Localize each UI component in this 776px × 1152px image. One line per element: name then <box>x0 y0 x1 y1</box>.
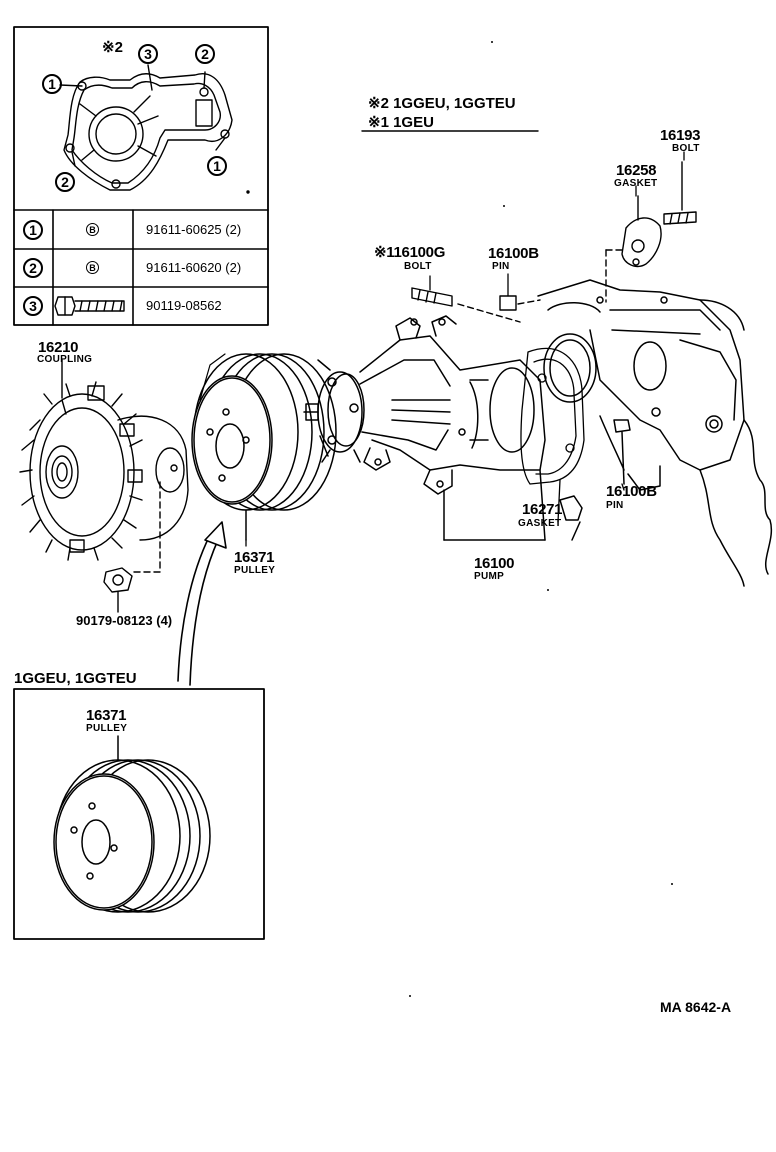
row1-part-number: 91611-60625 (2) <box>146 222 242 237</box>
inset-mark-2: ※2 <box>102 39 123 56</box>
print-specks <box>409 41 673 997</box>
row1-symbol: B <box>86 223 99 236</box>
row2-key: 2 <box>29 260 37 276</box>
pin-16100b-right-name: PIN <box>606 500 624 511</box>
leader-lines <box>245 151 685 547</box>
pump-number: 16100 <box>474 555 515 572</box>
legend-line-1: ※2 1GGEU, 1GGTEU <box>368 95 516 112</box>
coupling-number: 16210 <box>38 339 79 356</box>
row1-key-circle: 1 <box>23 220 43 240</box>
nut-drawing <box>103 479 161 613</box>
row1-key: 1 <box>29 222 37 238</box>
inset-bottom-frame <box>13 688 265 940</box>
callout-1-label: 1 <box>48 76 56 92</box>
row3-key: 3 <box>29 298 37 314</box>
callout-3-label: 3 <box>144 46 152 62</box>
callout-2b-circle: 2 <box>55 172 75 192</box>
fasteners-drawing <box>411 161 697 323</box>
gasket-16258-name: GASKET <box>614 178 658 189</box>
legend-line-2: ※1 1GEU <box>368 114 434 131</box>
row3-part-number: 90119-08562 <box>146 298 222 313</box>
row2-key-circle: 2 <box>23 258 43 278</box>
row2-symbol-label: B <box>89 262 96 273</box>
row2-symbol: B <box>86 261 99 274</box>
callout-2-label: 2 <box>201 46 209 62</box>
pulley-drawing <box>191 353 337 541</box>
callout-1b-label: 1 <box>213 158 221 174</box>
inset-bottom-title: 1GGEU, 1GGTEU <box>14 670 137 687</box>
pump-name: PUMP <box>474 571 505 582</box>
nut-part-number: 90179-08123 (4) <box>76 613 173 628</box>
pin-16100b-top-name: PIN <box>492 261 510 272</box>
stud-bolt <box>411 287 453 307</box>
inset-pulley-drawing <box>53 735 211 913</box>
pin-16100b-top-number: 16100B <box>488 245 539 262</box>
fluid-coupling-drawing <box>19 359 189 561</box>
bolt-16193-name: BOLT <box>672 143 700 154</box>
inset-pulley-name: PULLEY <box>86 723 128 734</box>
arrow-curve <box>189 539 219 686</box>
callout-1b-circle: 1 <box>207 156 227 176</box>
water-pump-drawing <box>303 315 546 541</box>
row3-key-circle: 3 <box>23 296 43 316</box>
gasket-16271-number: 16271 <box>522 501 563 518</box>
bolt-16193-number: 16193 <box>660 127 701 144</box>
bolt-16100g-number: ※116100G <box>374 244 446 261</box>
pump-gasket-drawing <box>520 347 585 523</box>
coupling-name: COUPLING <box>37 354 93 365</box>
pump-cover-gasket-sketch <box>59 64 250 194</box>
callout-2-circle: 2 <box>195 44 215 64</box>
row2-part-number: 91611-60620 (2) <box>146 260 242 275</box>
pulley-name: PULLEY <box>234 565 276 576</box>
inset-top-frame <box>13 26 269 326</box>
inset-pulley-number: 16371 <box>86 707 127 724</box>
bolt-16100g-name: BOLT <box>404 261 432 272</box>
callout-2b-label: 2 <box>61 174 69 190</box>
engine-block-drawing <box>537 279 773 587</box>
hex-bolt-glyph <box>54 296 125 316</box>
row1-symbol-label: B <box>89 224 96 235</box>
callout-1-circle: 1 <box>42 74 62 94</box>
pin-16100b-right-number: 16100B <box>606 483 657 500</box>
gasket-16271-name: GASKET <box>518 518 562 529</box>
gasket-16258-number: 16258 <box>616 162 657 179</box>
figure-code: MA 8642-A <box>660 999 732 1015</box>
pulley-number: 16371 <box>234 549 275 566</box>
callout-3-circle: 3 <box>138 44 158 64</box>
